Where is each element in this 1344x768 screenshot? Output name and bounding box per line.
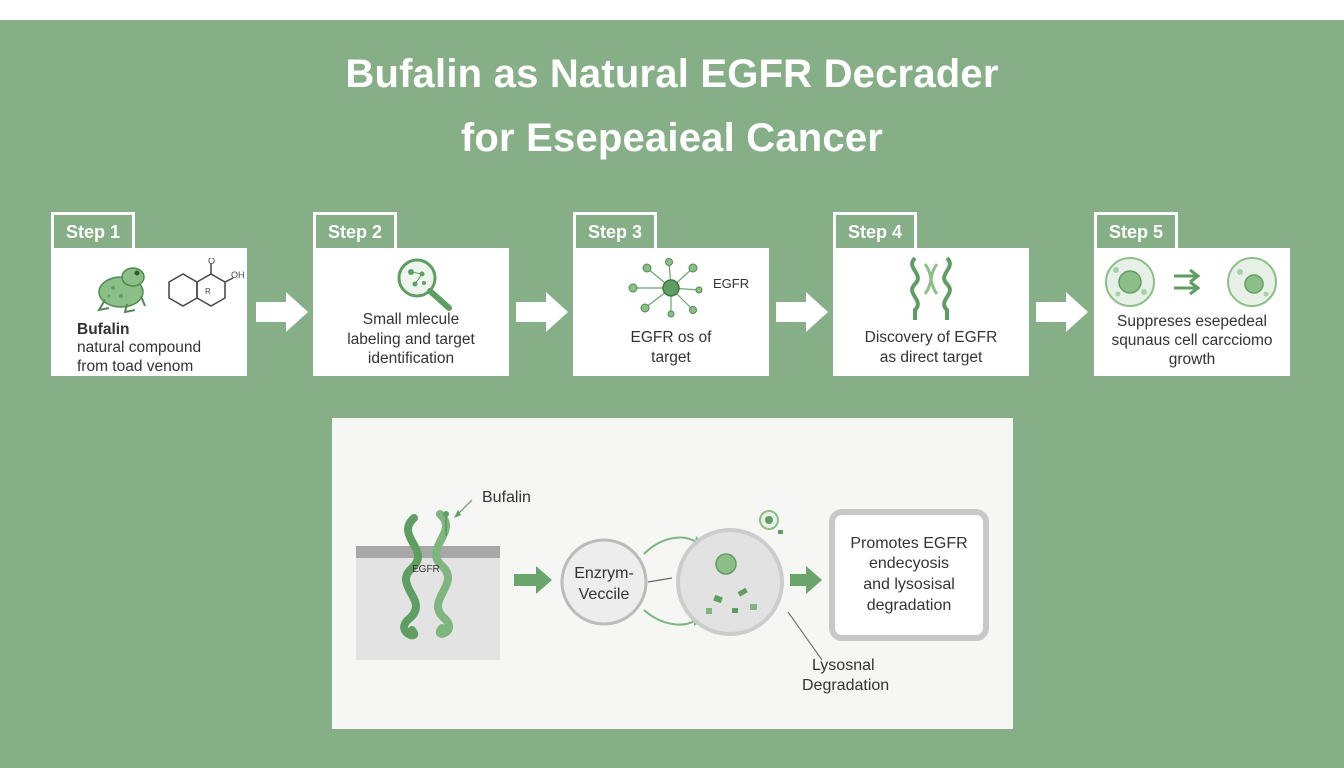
step-2-tab: Step 2 [313,212,398,248]
network-icon [628,258,703,318]
mechanism-panel: Bufalin EGFR Enzrym- Veccile Promotes EG… [332,418,1013,729]
step-4-card: Step 4 Discovery of EGFR as direct targe… [833,212,1029,376]
result-line-4: degradation [866,597,952,614]
step-3-card: Step 3 EGFR EGFR os of target [573,212,769,376]
step-3-line-1: EGFR os of [630,329,712,346]
chemical-structure-icon: O OH R [168,258,245,307]
step-5-card: Step 5 Suppreses esepedeal squnaus cell … [1094,212,1290,376]
arrow-right-icon [790,566,822,594]
arrow-right-icon [1036,292,1088,332]
lysosome-label-line-1: Lysosnal [812,657,875,674]
step-3-tab: Step 3 [573,212,658,248]
protein-helix-icon [910,256,952,320]
step-2-card: Step 2 Small mlecule labeling and target… [313,212,509,376]
step-5-line-2: squnaus cell carcciomo [1111,332,1273,349]
result-box [829,509,989,641]
bufalin-molecule-icon [443,499,473,536]
egfr-receptor-icon [400,510,453,640]
toad-icon [96,267,146,314]
arrow-right-icon [776,292,828,332]
result-line-2: endecyosis [868,555,950,572]
chem-r-label: R [205,287,211,296]
step-3-box: EGFR EGFR os of target [573,248,769,376]
chem-o-label: O [208,258,215,266]
curved-arrow-bottom [643,609,697,626]
step-4-tab: Step 4 [833,212,918,248]
double-arrow-icon [1174,268,1201,296]
step-3-icon-label: EGFR [713,276,750,291]
lysosome-label-line-2: Degradation [802,677,890,694]
arrow-right-icon [516,292,568,332]
cell-membrane [356,546,500,558]
title-line-1: Bufalin as Natural EGFR Decrader [345,52,999,96]
arrow-right-icon [256,292,308,332]
cell-comparison-icon [1105,257,1277,307]
vesicle-bud-icon [759,510,783,534]
step-1-tab: Step 1 [51,212,136,248]
lysosome-pointer [787,611,823,661]
step-2-line-3: identification [367,350,455,367]
chem-oh-label: OH [231,270,245,280]
result-line-1: Promotes EGFR [850,535,968,552]
step-2-box: Small mlecule labeling and target identi… [313,248,509,376]
step-5-box: Suppreses esepedeal squnaus cell carccio… [1094,248,1290,376]
title-line-2: for Esepeaieal Cancer [460,116,884,160]
cytoplasm-region [356,558,500,660]
mechanism-diagram [356,499,989,661]
cell-icon [1227,257,1277,307]
enzyme-vesicle [560,538,648,626]
lysosome-icon [676,528,784,636]
step-5-tab: Step 5 [1094,212,1179,248]
step-4-box: Discovery of EGFR as direct target [833,248,1029,376]
step-1-heading: Bufalin [77,321,130,338]
result-line-3: and lysosisal [863,576,955,593]
vesicle-label-line-1: Enzrym- [574,565,634,582]
step-1-box: O OH R Bufalin natural compound from toa… [51,248,247,376]
arrow-right-icon [514,566,552,594]
egfr-label: EGFR [412,564,440,575]
step-3-line-2: target [651,349,691,366]
step-5-line-3: growth [1168,351,1216,368]
step-4-line-2: as direct target [879,349,983,366]
bufalin-label: Bufalin [482,489,531,506]
magnifier-icon [397,258,452,311]
step-2-line-1: Small mlecule [362,311,460,328]
step-2-line-2: labeling and target [347,331,475,348]
step-4-line-1: Discovery of EGFR [864,329,998,346]
step-1-card: Step 1 O OH R Bufalin natural compound f… [51,212,247,376]
page-title: Bufalin as Natural EGFR Decrader for Ese… [0,42,1344,170]
vesicle-label-line-2: Veccile [578,586,630,603]
step-1-line-1: natural compound [77,339,202,356]
curved-arrow-top [643,536,697,555]
step-1-line-2: from toad venom [77,358,194,375]
cell-icon [1105,257,1155,307]
step-5-line-1: Suppreses esepedeal [1117,313,1267,330]
